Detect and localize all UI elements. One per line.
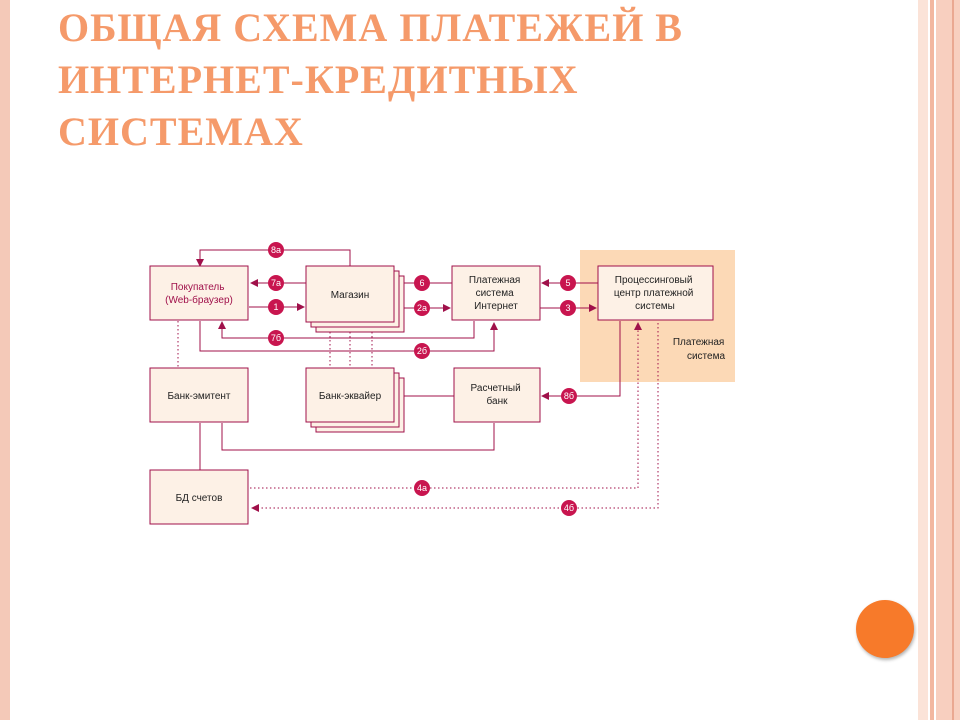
- svg-text:8б: 8б: [564, 391, 574, 401]
- processing-box: [597, 265, 714, 321]
- step-badge-8b: 8б: [561, 388, 577, 404]
- svg-text:3: 3: [565, 303, 570, 313]
- acquirer-bank-label: Банк-эквайер: [319, 391, 382, 402]
- link-issuer-settlement: [221, 423, 495, 451]
- step-badge-6: 6: [414, 275, 430, 291]
- step-badge-4a: 4а: [414, 480, 430, 496]
- shop-box: [305, 265, 395, 323]
- svg-text:7б: 7б: [271, 333, 281, 343]
- issuer-bank-label: Банк-эмитент: [167, 391, 230, 402]
- right-border-strip: [918, 0, 928, 720]
- step-badge-7a: 7а: [268, 275, 284, 291]
- flow-4a: [250, 322, 642, 489]
- flow-4b: [251, 323, 659, 512]
- step-badge-2a: 2а: [414, 300, 430, 316]
- svg-text:1: 1: [273, 302, 278, 312]
- slide-accent-circle: [856, 600, 914, 658]
- right-border-strip: [930, 0, 934, 720]
- step-badge-7b: 7б: [268, 330, 284, 346]
- svg-text:6: 6: [419, 278, 424, 288]
- payment-system-label: Платежная система: [673, 337, 727, 362]
- step-badge-2b: 2б: [414, 343, 430, 359]
- issuer-bank-box: [149, 367, 249, 423]
- svg-text:8а: 8а: [271, 245, 281, 255]
- settlement-bank-label: Расчетный банк: [471, 383, 524, 407]
- step-badge-8a: 8а: [268, 242, 284, 258]
- step-badge-1: 1: [268, 299, 284, 315]
- step-badge-3: 3: [560, 300, 576, 316]
- svg-text:2б: 2б: [417, 346, 427, 356]
- step-badge-5: 5: [560, 275, 576, 291]
- acquirer-box: [305, 367, 395, 423]
- svg-text:4а: 4а: [417, 483, 427, 493]
- payment-internet-box: [451, 265, 541, 321]
- step-badge-4b: 4б: [561, 500, 577, 516]
- svg-text:5: 5: [565, 278, 570, 288]
- flow-2b: [199, 321, 498, 352]
- processing-label: Процессинговый центр платежной системы: [614, 275, 696, 312]
- slide-title: ОБЩАЯ СХЕМА ПЛАТЕЖЕЙ В ИНТЕРНЕТ-КРЕДИТНЫ…: [58, 5, 683, 154]
- slide-left-border: [0, 0, 10, 720]
- svg-text:4б: 4б: [564, 503, 574, 513]
- flow-7b: [218, 321, 475, 339]
- svg-text:2а: 2а: [417, 303, 427, 313]
- accounts-db-label: БД счетов: [176, 493, 223, 504]
- payment-internet-label: Платежная система Интернет: [469, 275, 523, 312]
- right-border-strip: [936, 0, 960, 720]
- svg-text:7а: 7а: [271, 278, 281, 288]
- settlement-bank-box: [453, 367, 541, 423]
- shop-label: Магазин: [331, 290, 370, 301]
- buyer-box: [149, 265, 249, 321]
- right-border-strip: [952, 0, 954, 720]
- buyer-label: Покупатель (Web-браузер): [165, 282, 233, 306]
- accounts-db-box: [149, 469, 249, 525]
